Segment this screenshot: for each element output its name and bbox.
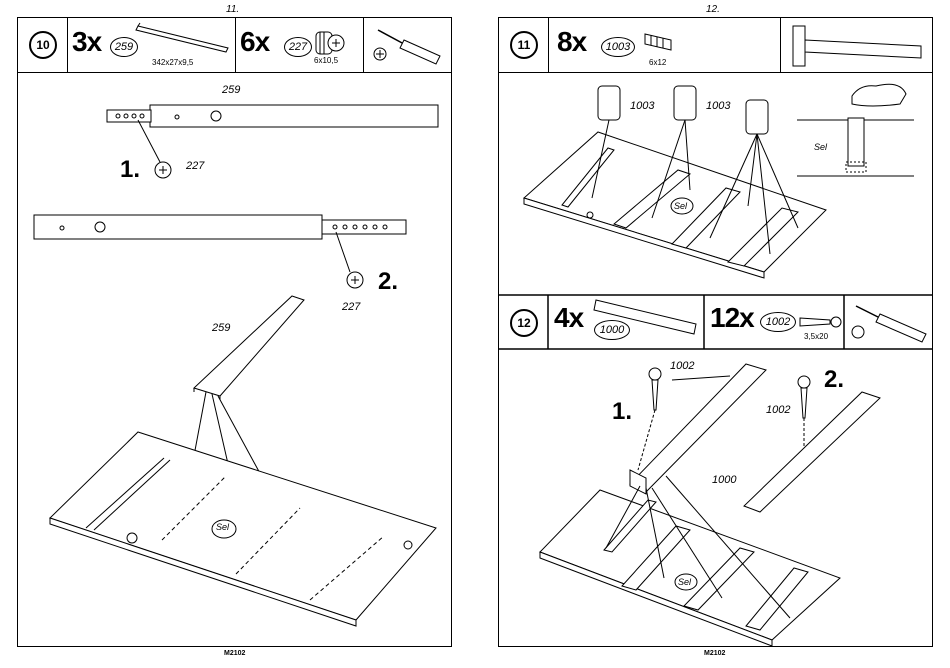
screw-a-label: 1002 [670,360,694,372]
substep-1-right: 1. [612,398,632,426]
sel-label-step12: Sel [678,577,691,587]
substep-2-right: 2. [824,366,844,394]
screw-b-label: 1002 [766,404,790,416]
slide-label: 1000 [712,474,736,486]
right-footer: M2102 [704,650,725,657]
